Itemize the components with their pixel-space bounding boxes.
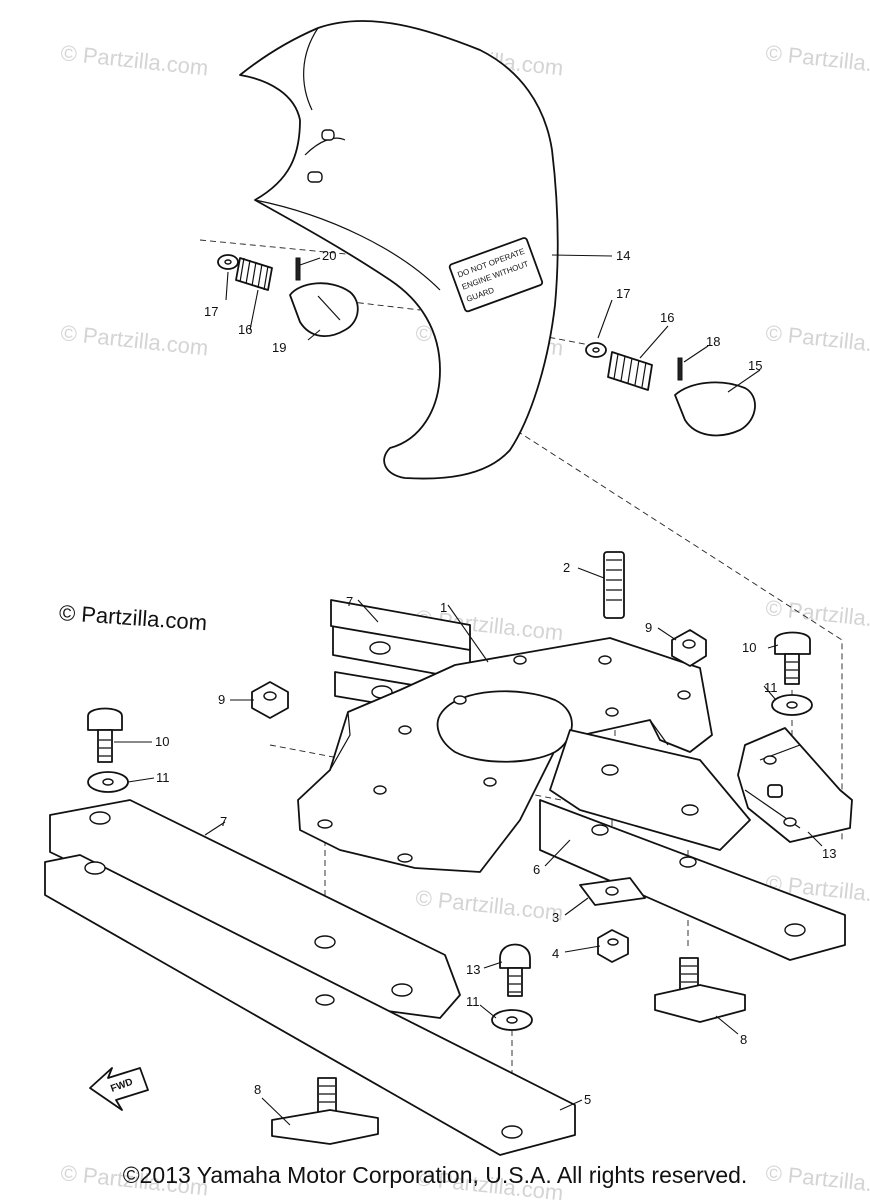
spring-16-left[interactable] — [235, 257, 273, 291]
callout-1: 1 — [440, 600, 447, 615]
callout-15: 15 — [748, 358, 762, 373]
right-fastener-set[interactable] — [585, 342, 756, 437]
callout-11: 11 — [466, 994, 480, 1009]
stud-2[interactable] — [603, 551, 625, 619]
callout-10: 10 — [742, 640, 756, 655]
callout-18: 18 — [706, 334, 720, 349]
callout-7: 7 — [220, 814, 227, 829]
callout-6: 6 — [533, 862, 540, 877]
callout-19: 19 — [272, 340, 286, 355]
watermark: © Partzilla.com — [764, 40, 870, 80]
copyright-footer: ©2013 Yamaha Motor Corporation, U.S.A. A… — [122, 1162, 748, 1188]
callout-16: 16 — [660, 310, 674, 325]
callout-9: 9 — [218, 692, 225, 707]
knob-19[interactable] — [289, 282, 359, 337]
t-bolt-8-left[interactable] — [271, 1077, 379, 1145]
watermark: © Partzilla.com — [764, 320, 870, 360]
callout-3: 3 — [552, 910, 559, 925]
callout-13: 13 — [822, 846, 836, 861]
left-fastener-set[interactable] — [217, 254, 359, 337]
watermark: © Partzilla.com — [764, 595, 870, 635]
pin-20[interactable] — [295, 257, 301, 281]
callout-14: 14 — [616, 248, 630, 263]
bolt-10-right[interactable] — [774, 631, 811, 685]
watermark: © Partzilla.com — [59, 320, 209, 360]
t-bolt-8-right[interactable] — [654, 957, 746, 1023]
callout-8: 8 — [740, 1032, 747, 1047]
nut-9-right[interactable] — [671, 629, 707, 667]
nut-4[interactable] — [597, 929, 629, 963]
plate-5[interactable] — [44, 854, 576, 1156]
warning-label: DO NOT OPERATE ENGINE WITHOUT GUARD — [448, 237, 544, 313]
nut-9-left[interactable] — [251, 681, 289, 719]
bolt-10-left[interactable] — [87, 707, 123, 763]
callout-4: 4 — [552, 946, 559, 961]
callout-8: 8 — [254, 1082, 261, 1097]
callout-13: 13 — [466, 962, 480, 977]
callout-11: 11 — [764, 680, 778, 695]
callout-2: 2 — [563, 560, 570, 575]
callouts: 2 1 7 9 10 11 9 10 11 7 6 13 3 4 13 11 8… — [155, 248, 836, 1107]
watermark: © Partzilla.com — [414, 885, 564, 925]
callout-20: 20 — [322, 248, 336, 263]
washer-11-left[interactable] — [87, 771, 129, 793]
main-bracket-1[interactable] — [297, 637, 713, 873]
spring-16-right[interactable] — [607, 351, 653, 391]
bracket-center-opening — [436, 690, 573, 763]
clip-13[interactable] — [737, 727, 853, 843]
washer-11-center[interactable] — [491, 1009, 533, 1031]
callout-11: 11 — [156, 770, 170, 785]
plate-washer-3[interactable] — [579, 877, 646, 906]
guard-mount-hole — [307, 171, 323, 183]
callout-17: 17 — [204, 304, 218, 319]
engine-guard[interactable] — [239, 20, 559, 480]
washer-11-right[interactable] — [771, 694, 813, 716]
forward-arrow: FWD — [89, 1067, 149, 1111]
callout-5: 5 — [584, 1092, 591, 1107]
watermark: © Partzilla.com — [59, 40, 209, 80]
callout-9: 9 — [645, 620, 652, 635]
plate-6[interactable] — [539, 729, 846, 961]
knob-15[interactable] — [674, 381, 756, 437]
bolt-13-center[interactable] — [499, 943, 531, 997]
callout-17: 17 — [616, 286, 630, 301]
guard-mount-hole — [321, 129, 335, 141]
leader-lines — [114, 254, 823, 1126]
callout-16: 16 — [238, 322, 252, 337]
pin-18[interactable] — [677, 357, 683, 381]
callout-10: 10 — [155, 734, 169, 749]
callout-7: 7 — [346, 594, 353, 609]
